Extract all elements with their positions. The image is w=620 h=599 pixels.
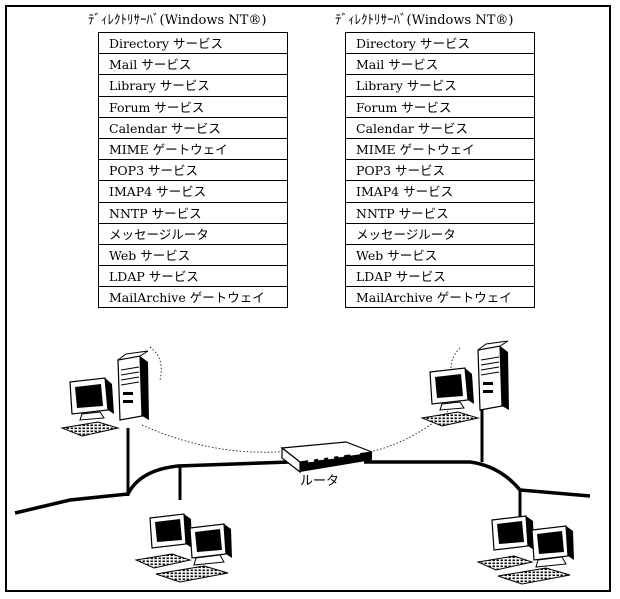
- server-title-left: ﾃﾞｨﾚｸﾄﾘｻｰﾊﾞ(Windows NT®): [88, 13, 267, 28]
- service-item: Mail サービス: [99, 54, 287, 76]
- router-label: ルータ: [300, 474, 340, 489]
- network-line-right: [364, 460, 591, 498]
- service-item: IMAP4 サービス: [99, 181, 287, 203]
- service-item: MIME ゲートウェイ: [346, 139, 534, 161]
- client-workstations-right-icon: [477, 515, 575, 585]
- service-item: Web サービス: [99, 245, 287, 267]
- service-item: Mail サービス: [346, 54, 534, 76]
- service-list-right: Directory サービス Mail サービス Library サービス Fo…: [345, 32, 535, 309]
- service-item: POP3 サービス: [346, 160, 534, 182]
- service-item: Library サービス: [346, 75, 534, 97]
- service-item: MailArchive ゲートウェイ: [99, 287, 287, 309]
- service-item: Library サービス: [99, 75, 287, 97]
- service-item: POP3 サービス: [99, 160, 287, 182]
- diagram-frame: [5, 5, 611, 592]
- server-title-right: ﾃﾞｨﾚｸﾄﾘｻｰﾊﾞ(Windows NT®): [335, 13, 514, 28]
- service-item: メッセージルータ: [346, 224, 534, 245]
- service-item: NNTP サービス: [346, 203, 534, 224]
- service-item: MailArchive ゲートウェイ: [346, 287, 534, 309]
- service-item: メッセージルータ: [99, 224, 287, 245]
- server-workstation-right-icon: [421, 340, 510, 427]
- server-workstation-left-icon: [61, 350, 150, 437]
- service-item: LDAP サービス: [99, 266, 287, 288]
- service-item: IMAP4 サービス: [346, 181, 534, 203]
- client-workstations-left-icon: [135, 513, 233, 583]
- service-item: LDAP サービス: [346, 266, 534, 288]
- network-line-left: [14, 460, 291, 515]
- service-item: NNTP サービス: [99, 203, 287, 224]
- service-item: Directory サービス: [346, 33, 534, 55]
- service-item: Directory サービス: [99, 33, 287, 55]
- service-item: Forum サービス: [346, 97, 534, 118]
- dotted-arc-left: [149, 346, 162, 381]
- service-item: Calendar サービス: [99, 118, 287, 139]
- service-item: Forum サービス: [99, 97, 287, 118]
- service-item: Calendar サービス: [346, 118, 534, 139]
- dotted-link-left: [141, 424, 301, 453]
- dotted-link-right: [369, 399, 461, 453]
- service-item: Web サービス: [346, 245, 534, 267]
- router-icon: [280, 441, 373, 474]
- service-item: MIME ゲートウェイ: [99, 139, 287, 161]
- service-list-left: Directory サービス Mail サービス Library サービス Fo…: [98, 32, 288, 309]
- dotted-arc-right: [450, 347, 461, 376]
